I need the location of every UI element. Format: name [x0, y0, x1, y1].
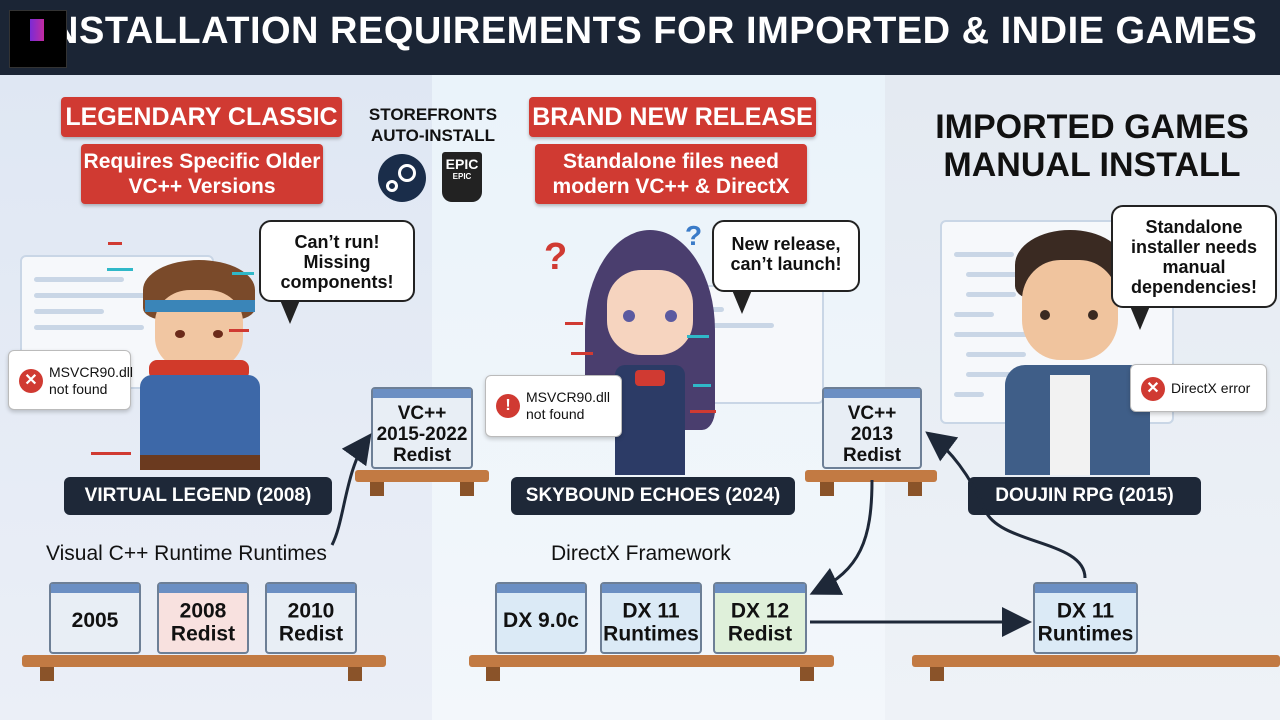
vcpp-2013-redist-box[interactable]: VC++ 2013 Redist	[822, 387, 922, 469]
shelf-leg	[370, 482, 384, 496]
error-message: MSVCR90.dll not found	[526, 389, 611, 422]
question-mark-icon: ?	[685, 220, 703, 251]
window-titlebar	[715, 584, 805, 593]
question-mark-icon: ?	[544, 236, 568, 278]
arrow-to-vcpp-2015	[330, 433, 372, 546]
dx-11-runtimes-box[interactable]: DX 11 Runtimes	[600, 582, 702, 654]
shelf-leg	[908, 482, 922, 496]
vcpp-2005-box[interactable]: 2005	[49, 582, 141, 654]
error-x-icon: ✕	[1141, 377, 1165, 401]
vcpp-2008-redist-box[interactable]: 2008 Redist	[157, 582, 249, 654]
vcpp-2010-redist-box[interactable]: 2010 Redist	[265, 582, 357, 654]
box-label: 2005	[71, 608, 119, 632]
speech-bubble-manual-dependencies: Standalone installer needs manual depend…	[1111, 205, 1277, 308]
error-exclamation-icon: !	[496, 394, 520, 418]
error-x-icon: ✕	[19, 369, 43, 393]
section-title-directx: DirectX Framework	[551, 542, 731, 565]
epic-icon-subtext: EPIC	[452, 172, 472, 181]
epic-icon-text: EPIC	[445, 156, 479, 172]
header-bar	[0, 0, 1280, 75]
speech-bubble-tail	[732, 290, 752, 314]
shelf-leg	[800, 667, 814, 681]
shelf-leg	[930, 667, 944, 681]
game-label-doujin-rpg: DOUJIN RPG (2015)	[968, 477, 1201, 515]
window-titlebar	[267, 584, 355, 593]
box-label: 2008 Redist	[170, 599, 236, 646]
shelf-leg	[40, 667, 54, 681]
window-titlebar	[1035, 584, 1136, 593]
error-message: MSVCR90.dll not found	[49, 364, 134, 397]
box-label: DX 9.0c	[503, 608, 579, 632]
page-title: INSTALLATION REQUIREMENTS FOR IMPORTED &…	[40, 10, 1258, 52]
box-label: VC++ 2013 Redist	[842, 402, 902, 466]
gamepad-logo-icon[interactable]	[9, 10, 67, 68]
error-message: DirectX error	[1171, 380, 1251, 396]
box-label: DX 12 Redist	[727, 599, 793, 646]
shelf-leg	[820, 482, 834, 496]
box-label: DX 11 Runtimes	[1037, 599, 1134, 646]
logo-mark	[30, 19, 44, 41]
error-popup-directx[interactable]: ✕ DirectX error	[1130, 364, 1267, 412]
window-titlebar	[497, 584, 585, 593]
brand-new-release-subtitle: Standalone files need modern VC++ & Dire…	[535, 144, 807, 204]
speech-bubble-tail	[280, 300, 300, 324]
legendary-classic-subtitle: Requires Specific Older VC++ Versions	[81, 144, 323, 204]
steam-icon[interactable]	[378, 154, 426, 202]
error-popup-msvcr90[interactable]: ! MSVCR90.dll not found	[485, 375, 622, 437]
dx-9-0c-box[interactable]: DX 9.0c	[495, 582, 587, 654]
shelf-leg	[486, 667, 500, 681]
storefronts-label: STOREFRONTS AUTO-INSTALL	[368, 105, 498, 145]
vcpp-2015-2022-redist-box[interactable]: VC++ 2015-2022 Redist	[371, 387, 473, 469]
girl-character-illustration	[575, 230, 725, 475]
speech-bubble-tail	[1130, 306, 1150, 330]
error-popup-msvcr90[interactable]: ✕ MSVCR90.dll not found	[8, 350, 134, 410]
shelf-leg	[460, 482, 474, 496]
hero-character-illustration	[135, 260, 265, 470]
box-label: DX 11 Runtimes	[603, 599, 699, 646]
window-titlebar	[602, 584, 700, 593]
arrow-dx11-to-vcpp-2013	[925, 431, 1087, 579]
shelf	[22, 655, 386, 667]
shelf-leg	[348, 667, 362, 681]
speech-bubble-missing-components: Can’t run! Missing components!	[259, 220, 415, 302]
brand-new-release-badge: BRAND NEW RELEASE	[529, 97, 816, 137]
speech-bubble-cant-launch: New release, can’t launch!	[712, 220, 860, 292]
game-label-virtual-legend: VIRTUAL LEGEND (2008)	[64, 477, 332, 515]
epic-icon[interactable]: EPIC EPIC	[442, 152, 482, 202]
window-titlebar	[373, 389, 471, 398]
window-titlebar	[51, 584, 139, 593]
legendary-classic-badge: LEGENDARY CLASSIC	[61, 97, 342, 137]
window-titlebar	[824, 389, 920, 398]
window-titlebar	[159, 584, 247, 593]
game-label-skybound-echoes: SKYBOUND ECHOES (2024)	[511, 477, 795, 515]
boy-character-illustration	[1000, 225, 1150, 475]
shelf	[912, 655, 1280, 667]
section-title-vc-runtimes: Visual C++ Runtime Runtimes	[46, 542, 327, 565]
shelf	[805, 470, 937, 482]
dx-12-redist-box[interactable]: DX 12 Redist	[713, 582, 807, 654]
shelf	[469, 655, 834, 667]
box-label: 2010 Redist	[278, 599, 344, 646]
arrow-vcpp-2013-to-dx12	[809, 479, 874, 595]
shelf	[355, 470, 489, 482]
imported-games-heading: IMPORTED GAMES MANUAL INSTALL	[935, 108, 1249, 184]
dx-11-runtimes-box[interactable]: DX 11 Runtimes	[1033, 582, 1138, 654]
box-label: VC++ 2015-2022 Redist	[376, 402, 468, 466]
